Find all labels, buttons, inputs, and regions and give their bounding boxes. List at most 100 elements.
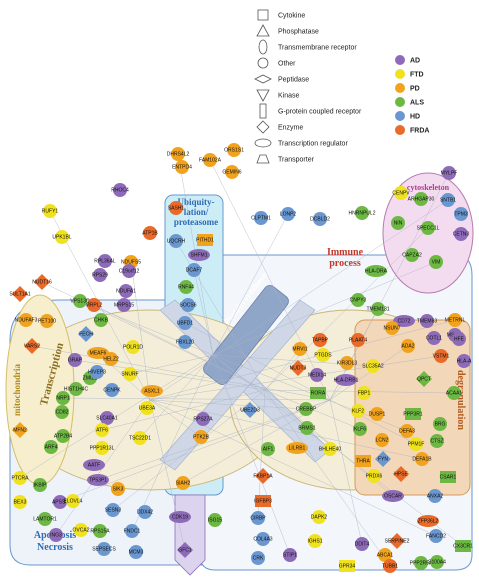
gene-node[interactable]: DDX42 (137, 505, 153, 519)
gene-node[interactable]: DCAF7 (186, 263, 203, 277)
gene-node[interactable]: VARS2 (24, 338, 40, 354)
gene-node[interactable]: DAPK2 (311, 510, 328, 524)
gene-node[interactable]: SIK3 (111, 482, 125, 496)
gene-node[interactable]: CIRBP (250, 511, 266, 525)
gene-node[interactable]: HPSE (393, 466, 409, 482)
gene-node[interactable]: KIR3DL3 (337, 356, 358, 370)
gene-node[interactable]: RPL36AL (94, 254, 116, 268)
gene-node[interactable]: NUDT16 (32, 274, 52, 290)
gene-node[interactable]: GRAP (68, 353, 83, 367)
gene-node[interactable]: RORA (310, 387, 326, 399)
gene-node[interactable]: VIM (429, 255, 443, 269)
gene-node[interactable]: VSTM1 (433, 349, 450, 363)
gene-node[interactable]: THRA (355, 455, 371, 467)
gene-node[interactable]: LAMTOR1 (33, 512, 57, 526)
gene-node[interactable]: MEDI14 (308, 368, 326, 382)
gene-node[interactable]: SLC40A1 (96, 411, 118, 425)
gene-node[interactable]: RUFY1 (42, 204, 59, 218)
gene-node[interactable]: RHOC4 (111, 183, 129, 197)
gene-node[interactable]: ISG15 (208, 513, 222, 527)
gene-node[interactable]: SPECC1L (417, 221, 440, 235)
gene-node[interactable]: PTK2B (193, 430, 210, 444)
gene-node[interactable]: HFE (452, 332, 466, 346)
gene-node[interactable]: PTCRA (12, 471, 30, 485)
gene-node[interactable]: CSAR1 (440, 471, 457, 483)
gene-node[interactable]: FKBP1A (253, 468, 273, 484)
gene-node[interactable]: SHFM1 (188, 249, 210, 261)
gene-node[interactable]: HNRNPUL2 (349, 206, 376, 220)
gene-node[interactable]: IKBIP (33, 478, 47, 492)
gene-node[interactable]: RPS27A (193, 412, 213, 426)
gene-node[interactable]: KLF2 (351, 404, 365, 418)
gene-node[interactable]: NIN (391, 216, 405, 230)
gene-node[interactable]: DCBLD2 (310, 212, 330, 226)
gene-node[interactable]: PLAAT4 (349, 333, 367, 347)
gene-node[interactable]: DUSP1 (369, 407, 386, 421)
gene-node[interactable]: ADA2 (401, 339, 415, 353)
gene-node[interactable]: FECH (78, 326, 94, 342)
gene-node[interactable]: OSCAR (382, 490, 404, 502)
gene-node[interactable]: TMEM63 (417, 314, 438, 328)
gene-node[interactable]: POLR1D (123, 340, 143, 354)
gene-node[interactable]: HIVEP3 (88, 365, 106, 379)
gene-node[interactable]: NUDT3 (290, 360, 307, 376)
gene-node[interactable]: CHKB (94, 313, 109, 327)
gene-node[interactable]: ORS1S1 (224, 143, 244, 157)
gene-node[interactable]: DEFA3 (399, 424, 415, 438)
gene-node[interactable]: COTL1 (426, 331, 442, 345)
gene-node[interactable]: ENTPD4 (172, 160, 192, 174)
gene-node[interactable]: NRP1 (56, 391, 70, 405)
gene-node[interactable]: PRDX6 (366, 469, 383, 483)
gene-node[interactable]: CENPV (392, 186, 410, 200)
gene-node[interactable]: PPP1R13L (90, 441, 115, 455)
gene-node[interactable]: TPM3 (454, 207, 468, 221)
gene-node[interactable]: ARHGAP30 (408, 192, 435, 206)
gene-node[interactable]: CX3CR1 (453, 540, 473, 552)
gene-node[interactable]: SULT1A1 (9, 286, 31, 302)
gene-node[interactable]: CD82 (55, 405, 69, 419)
gene-node[interactable]: SIAH2 (176, 476, 191, 490)
gene-node[interactable]: BRMS1 (298, 421, 316, 435)
gene-node[interactable]: ELOVL4 (64, 494, 83, 508)
gene-node[interactable]: PITHD1 (196, 234, 214, 246)
gene-node[interactable]: LILRB1 (286, 442, 308, 454)
gene-node[interactable]: MFN2 (12, 422, 28, 438)
gene-node[interactable]: ATP2B4 (54, 429, 72, 443)
gene-node[interactable]: MEAF6 (87, 347, 109, 359)
gene-node[interactable]: PPM1F (408, 437, 425, 451)
gene-node[interactable]: NDUFA1 (116, 284, 136, 298)
gene-node[interactable]: QPCT (416, 371, 432, 387)
gene-node[interactable]: LCN2 (375, 433, 389, 447)
gene-node[interactable]: ACAA1 (446, 386, 463, 400)
gene-node[interactable]: FBXL20 (176, 335, 194, 349)
gene-node[interactable]: APSS3 (52, 495, 68, 509)
gene-node[interactable]: UQCRH (167, 234, 186, 248)
gene-node[interactable]: KLF6 (353, 422, 367, 436)
gene-node[interactable]: SEPSECS (92, 542, 116, 556)
gene-node[interactable]: OVCA2 (73, 523, 90, 537)
gene-node[interactable]: CETN3 (453, 227, 470, 241)
gene-node[interactable]: FNDC1 (124, 524, 141, 538)
gene-node[interactable]: RPS29 (92, 268, 108, 282)
gene-node[interactable]: TMEM131 (366, 302, 390, 316)
gene-node[interactable]: CAPZA2 (402, 248, 422, 262)
gene-node[interactable]: BEX3 (13, 495, 27, 509)
gene-node[interactable]: SNURF (121, 367, 139, 381)
gene-node[interactable]: STIP1 (283, 548, 297, 562)
gene-node[interactable]: AIF1 (261, 442, 275, 456)
gene-node[interactable]: MRPL2 (86, 298, 103, 312)
gene-node[interactable]: FANCD2 (426, 529, 446, 543)
gene-node[interactable]: C19orf12 (119, 264, 140, 278)
gene-node[interactable]: PET100 (38, 314, 56, 328)
gene-node[interactable]: CNPY3 (350, 293, 367, 307)
gene-node[interactable]: RNF44 (178, 280, 194, 294)
gene-node[interactable]: NDUFAF3 (15, 313, 38, 327)
gene-node[interactable]: LONP2 (280, 207, 297, 221)
gene-node[interactable]: CTSZ (430, 434, 444, 448)
gene-node[interactable]: METRNL (445, 313, 466, 327)
gene-node[interactable]: GFC1 (177, 542, 193, 558)
gene-node[interactable]: TAPBP (312, 333, 329, 347)
gene-node[interactable]: HLA-DRB1 (334, 374, 359, 386)
gene-node[interactable]: CDK19 (169, 511, 191, 523)
gene-node[interactable]: SERPINE2 (385, 533, 410, 549)
